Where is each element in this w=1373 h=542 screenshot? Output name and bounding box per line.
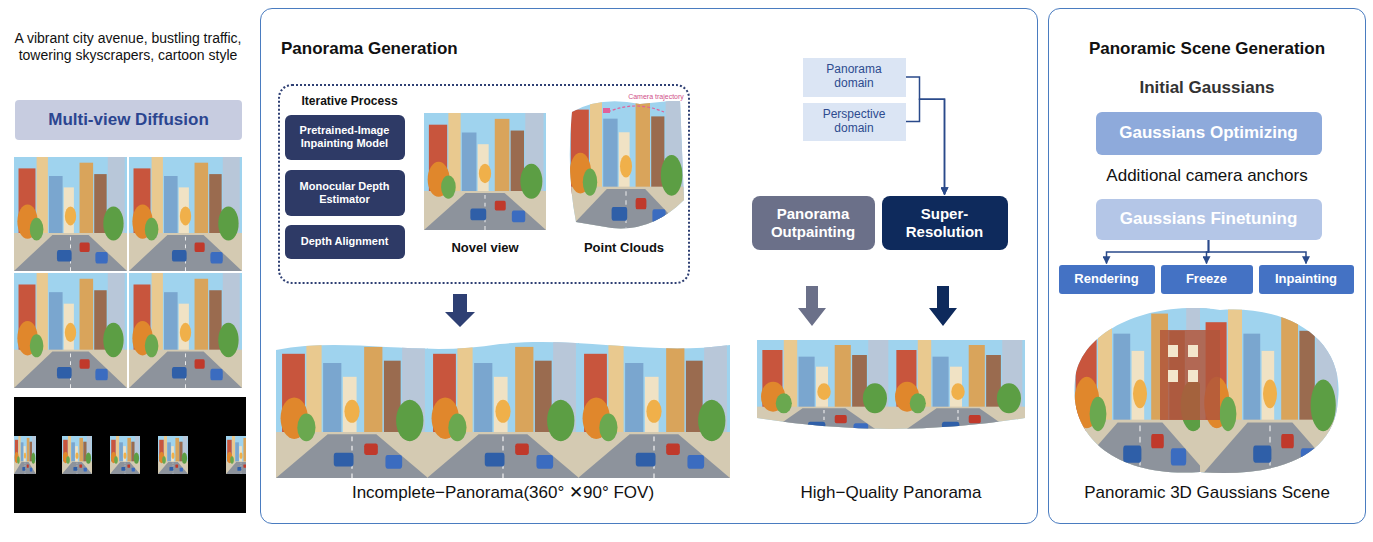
- connector: [1107, 240, 1209, 264]
- process-box: Super-Resolution: [882, 196, 1008, 250]
- box-label: Perspective domain: [809, 108, 900, 136]
- domain-box: Perspective domain: [803, 103, 906, 141]
- domain-box: Panorama domain: [803, 58, 906, 97]
- image-caption: Panoramic 3D Gaussians Scene: [1048, 483, 1366, 503]
- process-box: Panorama Outpainting: [752, 196, 875, 250]
- stage-panel: Panorama GenerationIterative ProcessPret…: [260, 8, 1038, 524]
- box-label: Panorama Outpainting: [758, 205, 869, 240]
- step-box: Inpainting: [1259, 265, 1354, 294]
- process-box: Pretrained-Image Inpainting Model: [285, 115, 405, 160]
- connector: [906, 77, 945, 195]
- box-label: Super-Resolution: [888, 205, 1002, 240]
- box-label: Multi-view Diffusion: [48, 110, 209, 130]
- process-box: Monocular Depth Estimator: [285, 170, 405, 216]
- box-label: Gaussians Finetuning: [1120, 209, 1298, 229]
- annotation: Camera trajectory: [626, 93, 686, 101]
- model-box: Multi-view Diffusion: [15, 100, 242, 140]
- connector: [1209, 240, 1307, 264]
- section-label: Initial Gaussians: [1048, 78, 1366, 98]
- image-caption: High−Quality Panorama: [757, 483, 1025, 503]
- prompt-text: A vibrant city avenue, bustling traffic,…: [8, 30, 248, 64]
- panel-title: Panorama Generation: [281, 39, 1037, 59]
- box-label: Rendering: [1074, 272, 1138, 287]
- box-label: Pretrained-Image Inpainting Model: [291, 124, 399, 149]
- image-caption: Incomplete−Panorama(360° ✕90° FOV): [276, 483, 730, 503]
- box-label: Depth Alignment: [301, 235, 389, 248]
- box-label: Monocular Depth Estimator: [291, 180, 399, 205]
- note-text: Additional camera anchors: [1048, 166, 1366, 186]
- image-caption: Point Clouds: [562, 240, 686, 256]
- connector: [906, 99, 945, 194]
- panel-title: Panoramic Scene Generation: [1049, 39, 1365, 59]
- box-label: Freeze: [1186, 272, 1227, 287]
- process-box: Gaussians Optimizing: [1096, 112, 1322, 155]
- box-label: Panorama domain: [809, 63, 900, 91]
- step-box: Rendering: [1059, 265, 1155, 294]
- image-caption: Novel view: [424, 240, 546, 256]
- box-label: Inpainting: [1275, 272, 1337, 287]
- process-box: Depth Alignment: [285, 225, 405, 259]
- step-box: Freeze: [1161, 265, 1253, 294]
- box-label: Gaussians Optimizing: [1119, 123, 1298, 143]
- process-box: Gaussians Finetuning: [1096, 199, 1322, 240]
